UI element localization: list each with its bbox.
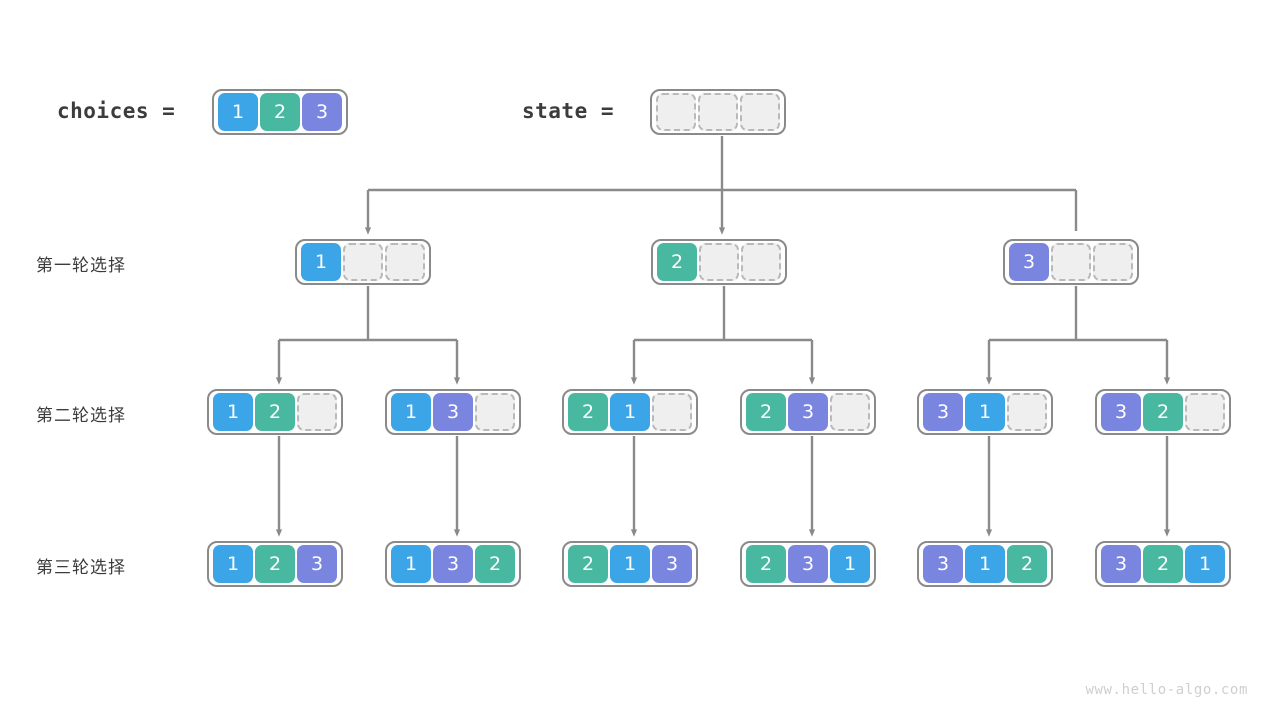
cell-empty bbox=[740, 93, 780, 131]
cell-value: 1 bbox=[1185, 545, 1225, 583]
cell-value: 2 bbox=[1007, 545, 1047, 583]
cell-empty bbox=[656, 93, 696, 131]
cell-value: 3 bbox=[923, 393, 963, 431]
cell-value: 3 bbox=[1101, 393, 1141, 431]
cell-value: 3 bbox=[652, 545, 692, 583]
cell-value: 1 bbox=[391, 393, 431, 431]
cell-value: 3 bbox=[433, 545, 473, 583]
cell-value: 3 bbox=[302, 93, 342, 131]
cell-empty bbox=[1093, 243, 1133, 281]
cell-empty bbox=[475, 393, 515, 431]
cell-value: 2 bbox=[1143, 545, 1183, 583]
choices-label: choices = bbox=[57, 99, 176, 123]
cell-value: 2 bbox=[746, 545, 786, 583]
cell-value: 2 bbox=[657, 243, 697, 281]
cell-empty bbox=[1051, 243, 1091, 281]
cell-empty bbox=[652, 393, 692, 431]
cell-empty bbox=[699, 243, 739, 281]
cell-value: 3 bbox=[1009, 243, 1049, 281]
cell-value: 2 bbox=[746, 393, 786, 431]
cell-empty bbox=[830, 393, 870, 431]
cell-value: 3 bbox=[297, 545, 337, 583]
cell-value: 2 bbox=[255, 545, 295, 583]
cell-value: 1 bbox=[213, 545, 253, 583]
array-node-r1-2: 2 bbox=[651, 239, 787, 285]
cell-empty bbox=[1007, 393, 1047, 431]
cell-value: 3 bbox=[923, 545, 963, 583]
cell-value: 1 bbox=[610, 393, 650, 431]
cell-value: 2 bbox=[568, 393, 608, 431]
watermark: www.hello-algo.com bbox=[1085, 682, 1248, 698]
cell-value: 1 bbox=[213, 393, 253, 431]
cell-empty bbox=[698, 93, 738, 131]
row-label-round-1: 第一轮选择 bbox=[36, 256, 126, 276]
cell-value: 2 bbox=[475, 545, 515, 583]
cell-empty bbox=[385, 243, 425, 281]
cell-value: 2 bbox=[568, 545, 608, 583]
cell-value: 1 bbox=[301, 243, 341, 281]
row-label-round-2: 第二轮选择 bbox=[36, 406, 126, 426]
cell-value: 2 bbox=[255, 393, 295, 431]
cell-empty bbox=[741, 243, 781, 281]
cell-value: 3 bbox=[788, 545, 828, 583]
state-label: state = bbox=[522, 99, 615, 123]
cell-value: 1 bbox=[391, 545, 431, 583]
row-label-round-3: 第三轮选择 bbox=[36, 558, 126, 578]
cell-empty bbox=[343, 243, 383, 281]
cell-value: 3 bbox=[433, 393, 473, 431]
array-node-r1-1: 1 bbox=[295, 239, 431, 285]
cell-empty bbox=[297, 393, 337, 431]
cell-value: 1 bbox=[610, 545, 650, 583]
cell-value: 1 bbox=[830, 545, 870, 583]
state-array bbox=[650, 89, 786, 135]
cell-empty bbox=[1185, 393, 1225, 431]
array-node-r1-3: 3 bbox=[1003, 239, 1139, 285]
cell-value: 1 bbox=[965, 545, 1005, 583]
cell-value: 3 bbox=[788, 393, 828, 431]
cell-value: 3 bbox=[1101, 545, 1141, 583]
cell-value: 1 bbox=[965, 393, 1005, 431]
cell-value: 2 bbox=[260, 93, 300, 131]
cell-value: 1 bbox=[218, 93, 258, 131]
cell-value: 2 bbox=[1143, 393, 1183, 431]
